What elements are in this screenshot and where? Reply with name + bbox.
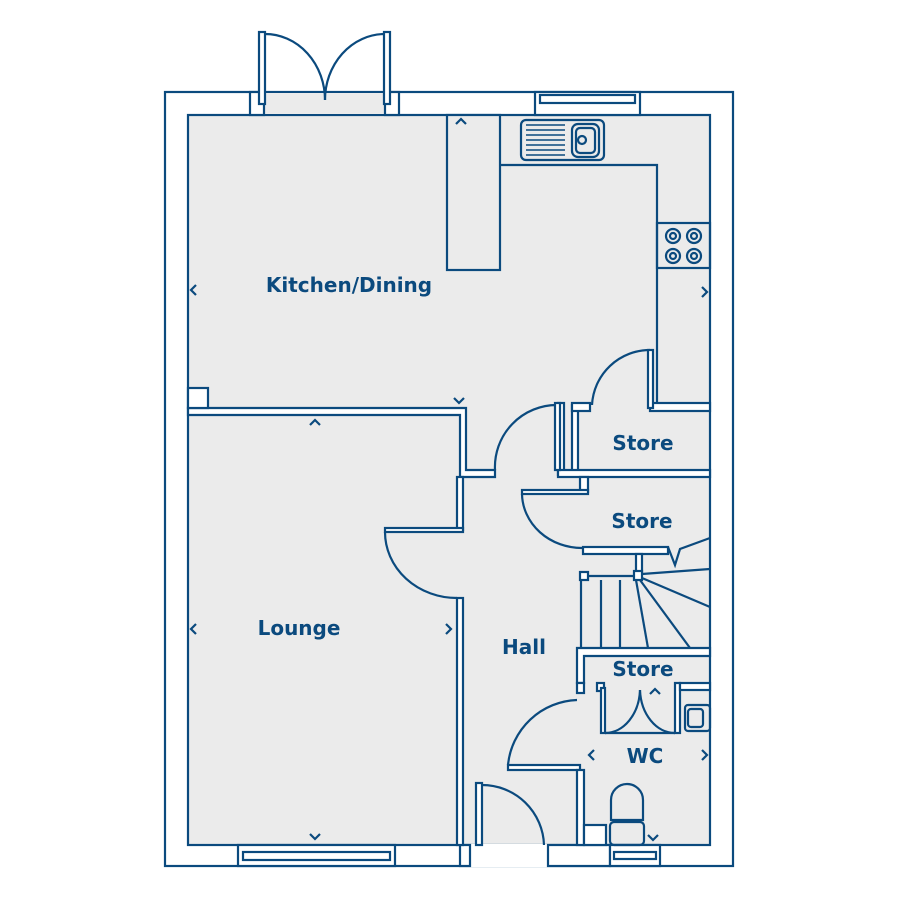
window-lounge (236, 843, 397, 868)
room-label-store-3: Store (612, 657, 674, 681)
room-label-store-2: Store (611, 509, 673, 533)
room-label-store-1: Store (612, 431, 674, 455)
room-label-hall: Hall (502, 635, 546, 659)
door-swings (383, 348, 676, 766)
toilet-icon (608, 782, 646, 847)
kitchen-unit (445, 113, 502, 272)
window-kitchen (533, 90, 642, 117)
sink-icon (519, 118, 606, 162)
french-doors (248, 30, 401, 117)
front-door (458, 781, 612, 868)
room-label-lounge: Lounge (257, 616, 341, 640)
basin-icon (683, 703, 712, 733)
room-label-wc: WC (626, 744, 664, 768)
room-label-kitchen-dining: Kitchen/Dining (265, 273, 433, 297)
window-wc (608, 843, 662, 868)
dimension-markers (189, 117, 709, 842)
hob-icon (655, 221, 712, 270)
interior-walls (186, 386, 712, 847)
